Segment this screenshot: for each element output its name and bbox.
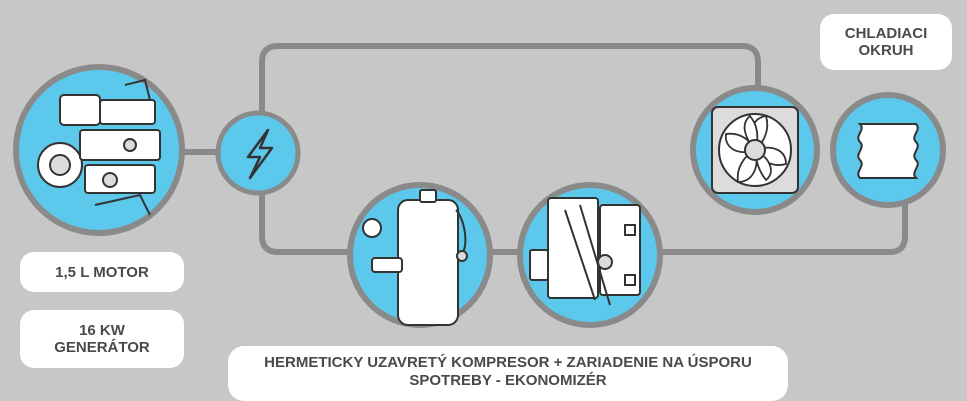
economizer-illustration-icon bbox=[529, 197, 641, 306]
fan-node bbox=[690, 85, 820, 215]
generator-label: 16 KW GENERÁTOR bbox=[20, 310, 184, 368]
economizer-node bbox=[517, 182, 663, 328]
engine-node bbox=[13, 64, 185, 236]
evaporator-coil-icon bbox=[857, 123, 919, 179]
bottom-loop-line bbox=[259, 187, 358, 255]
engine-illustration-icon bbox=[37, 78, 161, 216]
lightning-bolt-icon bbox=[246, 128, 274, 180]
evaporator-node bbox=[830, 92, 946, 208]
compressor-node bbox=[347, 182, 493, 328]
cooling-circuit-label: CHLADIACI OKRUH bbox=[820, 14, 952, 70]
compressor-illustration-icon bbox=[362, 189, 468, 326]
power-node bbox=[215, 110, 301, 196]
compressor-economizer-label: HERMETICKY UZAVRETÝ KOMPRESOR + ZARIADEN… bbox=[228, 346, 788, 401]
motor-label: 1,5 L MOTOR bbox=[20, 252, 184, 292]
fan-icon bbox=[711, 106, 799, 194]
top-loop-line bbox=[259, 43, 761, 121]
economizer-to-right-line bbox=[657, 197, 908, 255]
